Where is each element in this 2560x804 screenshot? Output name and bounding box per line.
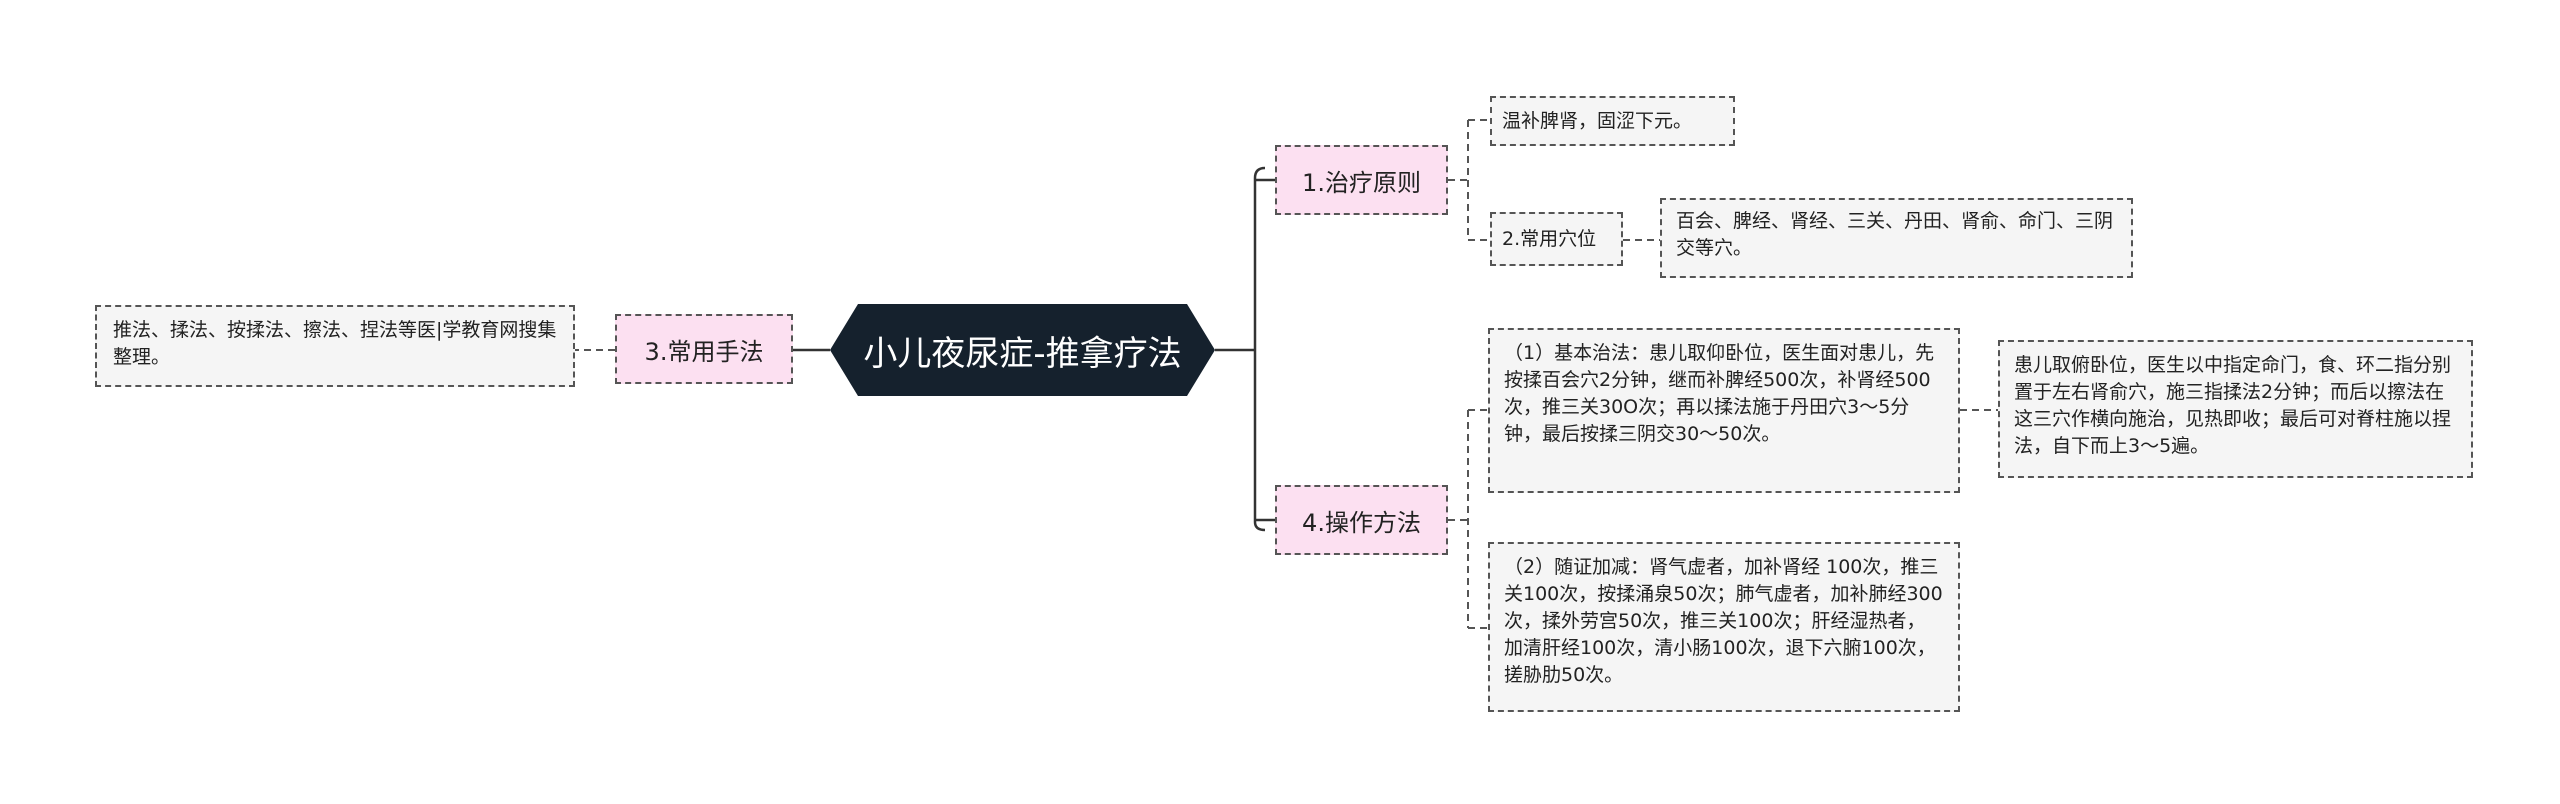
leaf-basic-method-detail[interactable]: 患儿取俯卧位，医生以中指定命门，食、环二指分别置于左右肾俞穴，施三指揉法2分钟；… xyxy=(1998,340,2473,478)
technique-text: 推法、揉法、按揉法、擦法、捏法等医|学教育网搜集整理。 xyxy=(113,319,557,368)
branch-technique-label: 3.常用手法 xyxy=(644,337,764,366)
principle-text: 温补脾肾，固涩下元。 xyxy=(1502,109,1693,132)
branch-principle[interactable]: 1.治疗原则 xyxy=(1275,145,1448,215)
branch-principle-label: 1.治疗原则 xyxy=(1302,168,1421,197)
link-principle-children xyxy=(1448,119,1490,241)
branch-operation-label: 4.操作方法 xyxy=(1302,508,1421,537)
root-topic[interactable]: 小儿夜尿症-推拿疗法 xyxy=(830,304,1215,396)
leaf-modification[interactable]: （2）随证加减：肾气虚者，加补肾经 100次，推三关100次，按揉涌泉50次；肺… xyxy=(1488,542,1960,712)
leaf-acupoints-text[interactable]: 百会、脾经、肾经、三关、丹田、肾俞、命门、三阴交等穴。 xyxy=(1660,198,2133,278)
acupoints-label: 2.常用穴位 xyxy=(1502,227,1597,250)
link-trunk-vertical xyxy=(1253,166,1266,532)
basic-method-detail-text: 患儿取俯卧位，医生以中指定命门，食、环二指分别置于左右肾俞穴，施三指揉法2分钟；… xyxy=(2014,354,2452,457)
acupoints-text: 百会、脾经、肾经、三关、丹田、肾俞、命门、三阴交等穴。 xyxy=(1676,210,2114,259)
leaf-acupoints-label[interactable]: 2.常用穴位 xyxy=(1490,212,1623,266)
root-topic-label: 小儿夜尿症-推拿疗法 xyxy=(863,333,1182,374)
leaf-basic-method[interactable]: （1）基本治法：患儿取仰卧位，医生面对患儿，先按揉百会穴2分钟，继而补脾经500… xyxy=(1488,328,1960,493)
link-operation-children xyxy=(1448,409,1488,629)
leaf-technique-text[interactable]: 推法、揉法、按揉法、擦法、捏法等医|学教育网搜集整理。 xyxy=(95,305,575,387)
branch-technique[interactable]: 3.常用手法 xyxy=(615,314,793,384)
branch-operation[interactable]: 4.操作方法 xyxy=(1275,485,1448,555)
basic-method-text: （1）基本治法：患儿取仰卧位，医生面对患儿，先按揉百会穴2分钟，继而补脾经500… xyxy=(1504,342,1935,445)
leaf-principle-text[interactable]: 温补脾肾，固涩下元。 xyxy=(1490,96,1735,146)
modification-text: （2）随证加减：肾气虚者，加补肾经 100次，推三关100次，按揉涌泉50次；肺… xyxy=(1504,556,1943,686)
